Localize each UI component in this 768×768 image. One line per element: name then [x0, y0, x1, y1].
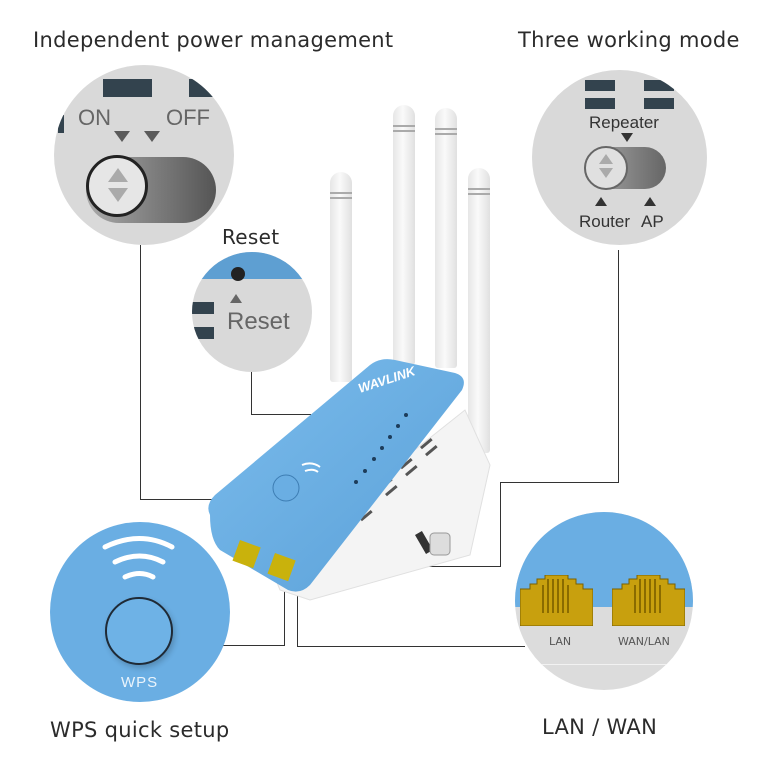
mode-switch-callout: Repeater Router AP: [532, 70, 707, 245]
connector-line: [140, 499, 230, 500]
arrow-up-icon: [595, 197, 607, 206]
arrow-up-icon: [644, 197, 656, 206]
reset-pinhole-icon[interactable]: [231, 267, 245, 281]
arrow-down-icon: [599, 168, 613, 178]
antenna: [435, 108, 457, 368]
off-label: OFF: [166, 105, 210, 130]
antenna: [393, 105, 415, 365]
connector-line: [222, 645, 285, 646]
caption-wps: WPS quick setup: [50, 718, 230, 742]
arrow-down-icon: [108, 188, 128, 202]
connector-line: [251, 414, 311, 415]
lan-port-icon: [520, 575, 593, 626]
ap-label: AP: [641, 212, 664, 231]
arrow-up-icon: [230, 294, 242, 303]
power-switch-knob[interactable]: [86, 155, 148, 217]
arrow-down-icon: [114, 131, 130, 142]
wan-lan-port-icon: [612, 575, 685, 626]
wifi-signal-icon: [102, 536, 175, 580]
on-label: ON: [78, 105, 111, 130]
arrow-down-icon: [621, 133, 633, 142]
wps-callout: WPS: [50, 522, 230, 702]
caption-reset: Reset: [222, 225, 280, 249]
caption-power-management: Independent power management: [33, 28, 394, 52]
caption-lan-wan: LAN / WAN: [542, 715, 658, 739]
reset-label: Reset: [227, 308, 290, 335]
connector-line: [500, 482, 501, 567]
wps-label: WPS: [121, 674, 159, 691]
arrow-up-icon: [108, 168, 128, 182]
wps-button[interactable]: [105, 597, 173, 665]
power-switch-callout: ON OFF: [54, 65, 234, 245]
arrow-down-icon: [144, 131, 160, 142]
connector-line: [500, 482, 619, 483]
connector-line: [297, 646, 525, 647]
connector-line: [297, 585, 298, 647]
mode-switch-knob[interactable]: [584, 146, 628, 190]
router-label: Router: [579, 212, 631, 231]
caption-working-mode: Three working mode: [518, 28, 740, 52]
connector-line: [251, 370, 252, 414]
wan-lan-port-label: WAN/LAN: [618, 635, 670, 648]
antenna: [468, 168, 490, 453]
reset-callout: Reset: [192, 252, 312, 372]
antenna: [330, 172, 352, 382]
connector-line: [140, 245, 141, 500]
lan-port-label: LAN: [549, 635, 572, 648]
arrow-up-icon: [599, 154, 613, 164]
repeater-label: Repeater: [589, 113, 659, 132]
ports-callout: LAN WAN/LAN: [515, 512, 693, 690]
wifi-extender-device: WAVLINK: [208, 359, 491, 601]
connector-line: [618, 250, 619, 482]
